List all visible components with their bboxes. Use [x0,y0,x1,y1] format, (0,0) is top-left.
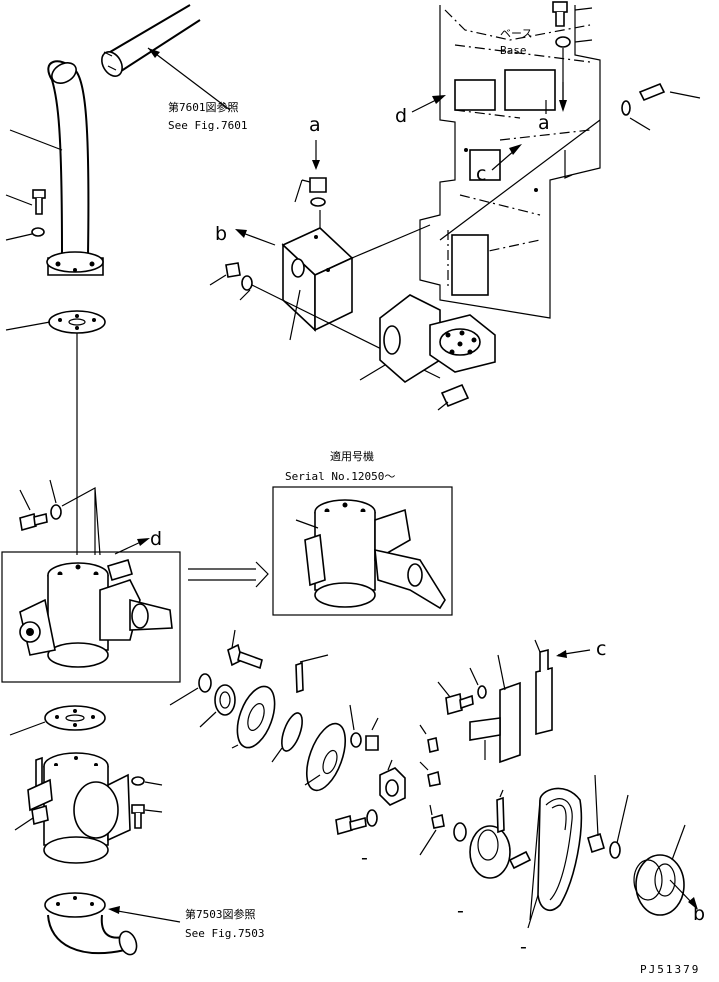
bolt-top-left [5,189,46,241]
v-belt [527,787,583,929]
base-bolt-right [439,82,701,241]
bracket-bolt-right [437,667,487,716]
callout-d-base: d [395,95,446,127]
callout-a-base: a [538,100,550,134]
bracket-upright [469,654,521,764]
dash-1: - [361,847,368,869]
valve-bolt [19,479,101,556]
callout-c-bracket: c [556,638,606,660]
ref-7601-jp: 第7601図参照 [168,100,239,114]
callout-d-base-label: d [395,105,407,127]
bracket-c [534,639,553,736]
callout-d-valve: d [114,528,162,555]
upper-pipe [9,4,201,276]
ref-7503-en: See Fig.7503 [185,927,264,940]
valve-assy [19,559,173,668]
drawing-code: PJ51379 [640,963,700,976]
pulley-2 [633,824,686,916]
cover-nut [294,177,327,207]
base-label-en: Base [500,44,527,57]
callout-b-bottom: b [669,879,705,925]
key [508,850,532,870]
base-label-jp: ベース [500,27,532,40]
callout-c-base: c [476,144,522,185]
bolt-sprocket [227,629,263,670]
serial-frame [272,486,453,616]
ref-7503-jp: 第7503図参照 [185,907,256,921]
callout-b-box-label: b [215,223,227,245]
lower-pipe [44,892,138,956]
cover-box [281,210,431,341]
snap-ring [169,673,212,706]
valve-frame [1,551,181,683]
callout-b-box: b [215,223,276,246]
serial-label-en: Serial No.12050〜 [285,470,395,483]
callout-a-base-label: a [538,112,550,134]
callout-c-bracket-label: c [596,638,606,660]
pulley-1 [453,789,511,879]
ref-7601-en: See Fig.7601 [168,119,247,132]
dash-2: - [457,900,464,922]
bearing [199,684,236,728]
pillow-block [379,759,406,806]
arrow-to-serial [188,561,269,588]
bracket-bolt [335,809,378,836]
base-bolt-top [552,1,593,112]
dash-3: - [520,936,527,958]
callout-a-top: a [309,114,321,170]
pump-bolt [437,383,470,411]
serial-label-jp: 適用号機 [330,449,374,463]
sprocket-1 [231,685,276,749]
sprocket-2 [304,722,347,792]
sprocket-hub [271,654,329,763]
gasket-upper [5,310,106,555]
ref-arrow-7601 [147,47,231,111]
callout-a-top-label: a [309,114,321,136]
serial-valve-assy [295,499,446,610]
gear-pump [359,294,496,383]
gasket-lower [9,705,106,736]
callout-d-valve-label: d [150,528,162,550]
nut-pair [349,704,379,751]
lower-valve-bolt [131,776,163,829]
callout-c-base-label: c [476,163,486,185]
ref-arrow-7503 [108,906,181,923]
base-frame [419,5,601,319]
lower-valve [14,752,131,864]
pulley-2-bolt [587,774,629,859]
clips [419,724,445,856]
callout-b-bottom-label: b [693,903,705,925]
